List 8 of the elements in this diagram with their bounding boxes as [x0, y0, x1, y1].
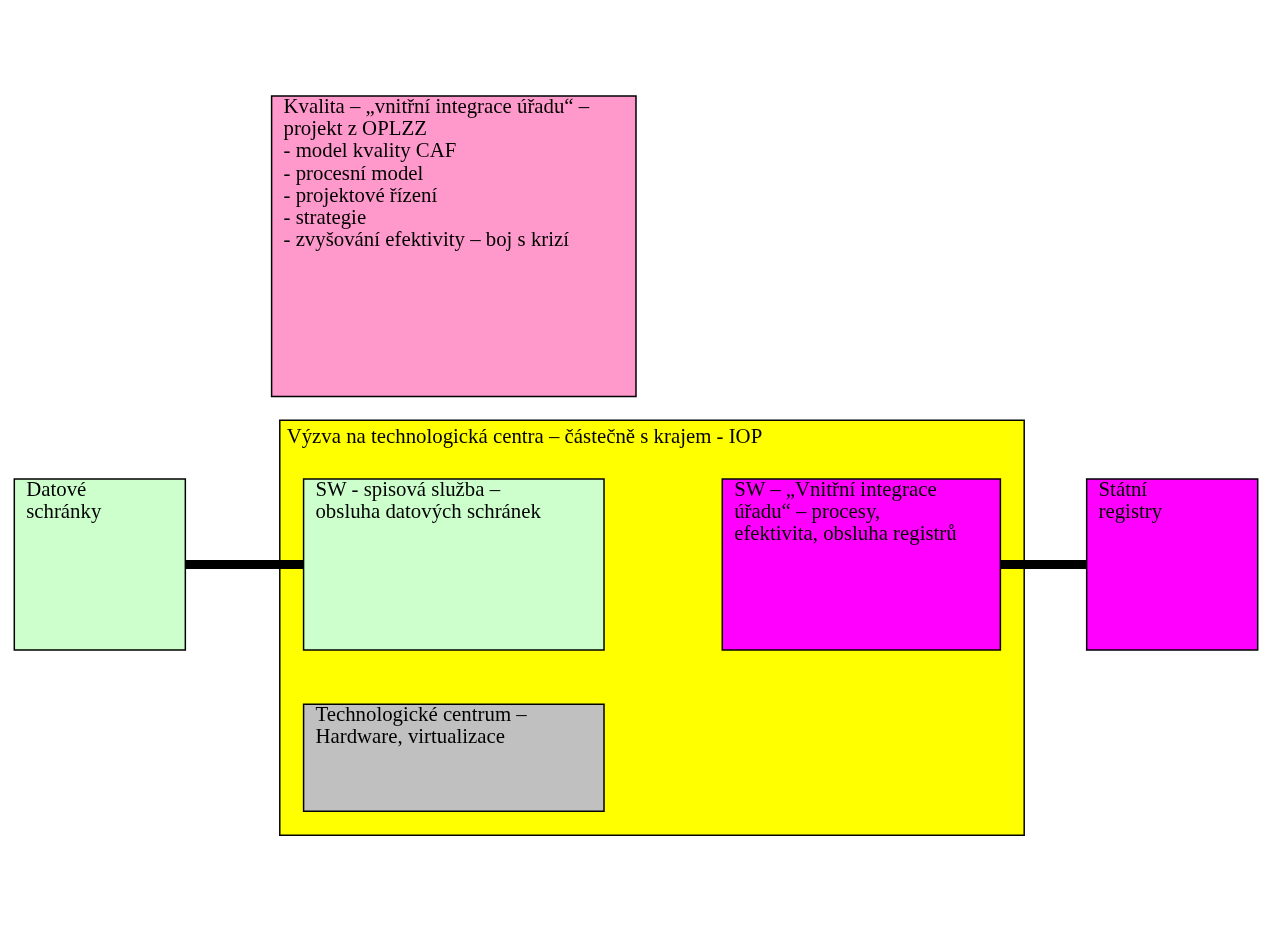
node-box: Státní registry [1085, 478, 1259, 651]
node-box: Technologické centrum – Hardware, virtualizace [302, 703, 605, 813]
node-box: SW – „Vnitřní integrace úřadu“ – procesy, efektivita, obsluha registrů [721, 478, 1002, 651]
connector [185, 560, 304, 569]
node-box: SW - spisová služba – obsluha datových schránek [302, 478, 605, 651]
node-box: Kvalita – „vnitřní integrace úřadu“ – projekt z OPLZZ - model kvality CAF - procesní model - projektové řízení - strategie - zvyšování efektivity – boj s krizí [270, 95, 637, 398]
connector [1000, 560, 1087, 569]
node-box: Datové schránky [13, 478, 187, 651]
